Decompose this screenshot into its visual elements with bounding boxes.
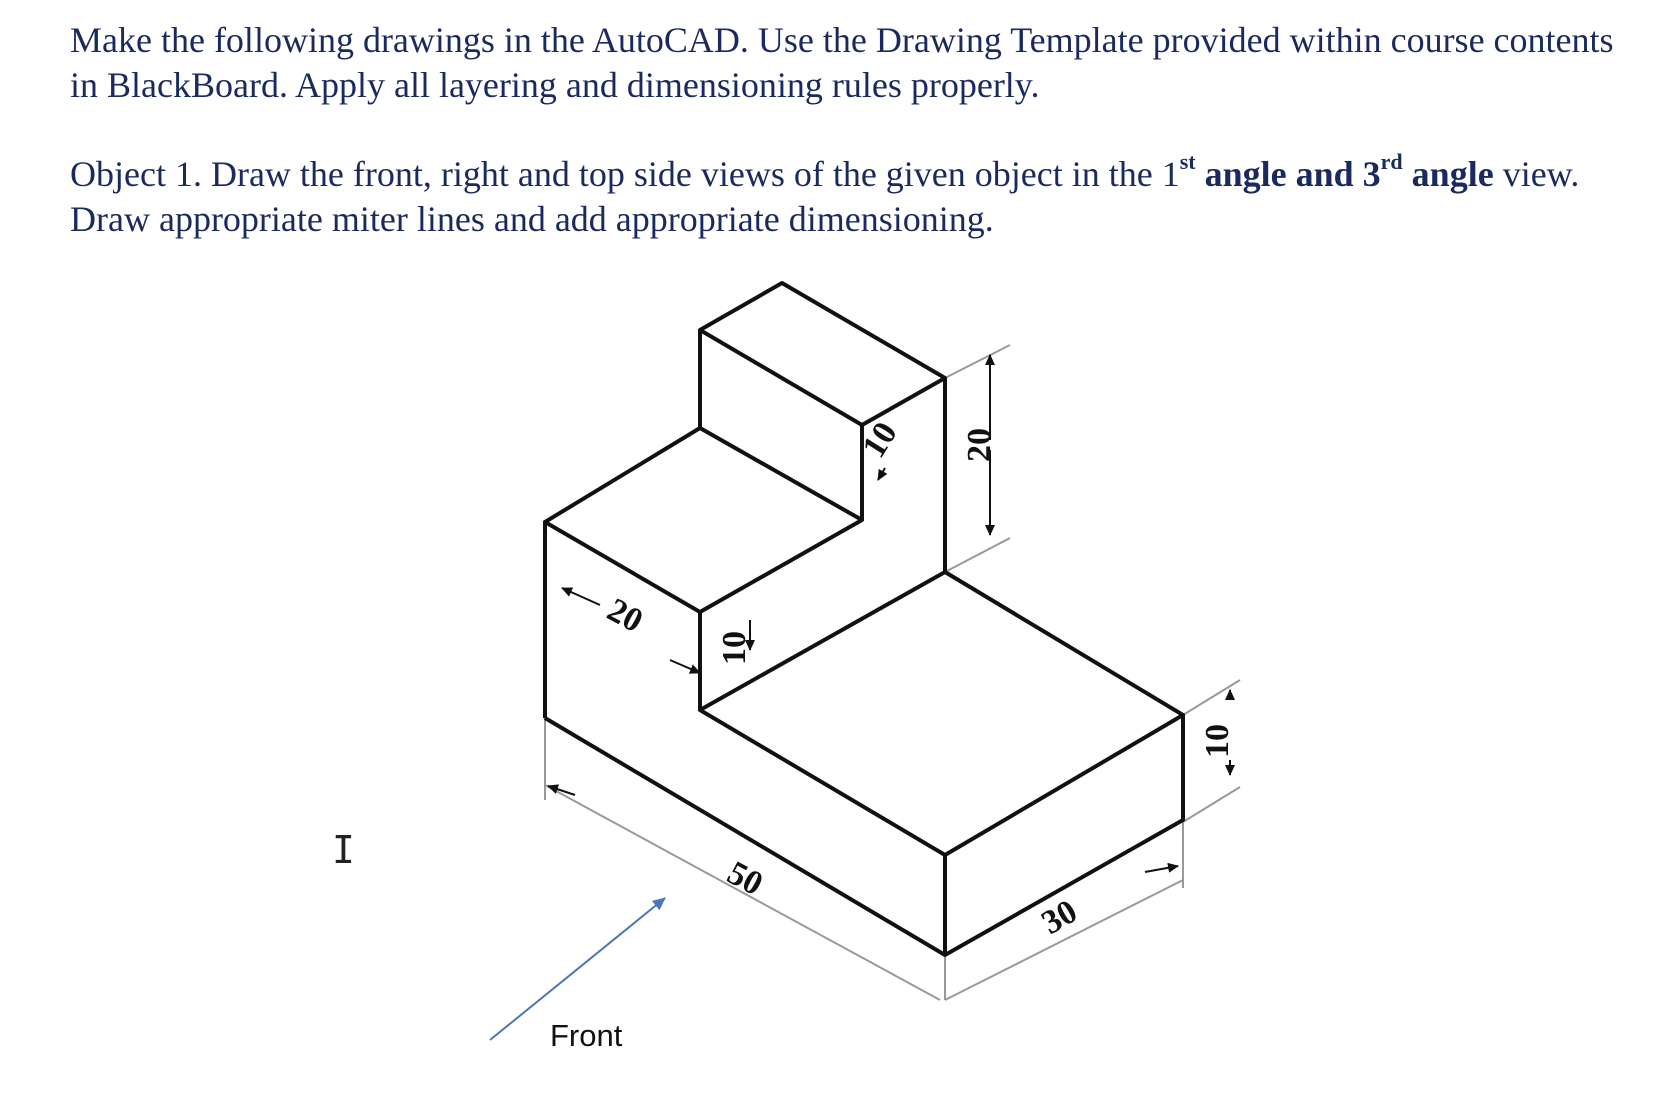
- dim-overall-length: 50: [721, 854, 768, 903]
- instruction-paragraph-1: Make the following drawings in the AutoC…: [70, 20, 1614, 105]
- instruction-paragraph-2: Object 1. Draw the front, right and top …: [70, 149, 1630, 242]
- superscript-st: st: [1179, 149, 1196, 174]
- dimension-arrows: [547, 354, 1235, 873]
- dim-upper-step-width: 20: [601, 591, 648, 640]
- dim-base-height: 10: [1199, 724, 1236, 758]
- dim-upper-step-height: 10: [716, 631, 753, 665]
- text-cursor-icon: I: [332, 828, 355, 872]
- object-outline: [543, 281, 1185, 957]
- bold-angle-and-3: angle and 3: [1195, 154, 1381, 194]
- extension-lines: [544, 344, 1241, 1001]
- front-label: Front: [550, 1018, 623, 1053]
- superscript-rd: rd: [1380, 149, 1403, 174]
- view-text: view. Draw appropriate miter lines and a…: [70, 154, 1580, 239]
- dim-top-block-height: 20: [961, 428, 998, 462]
- bold-angle: angle: [1411, 154, 1494, 194]
- object-1-text: Object 1. Draw the front, right and top …: [70, 154, 1180, 194]
- front-direction-arrow: [489, 897, 666, 1041]
